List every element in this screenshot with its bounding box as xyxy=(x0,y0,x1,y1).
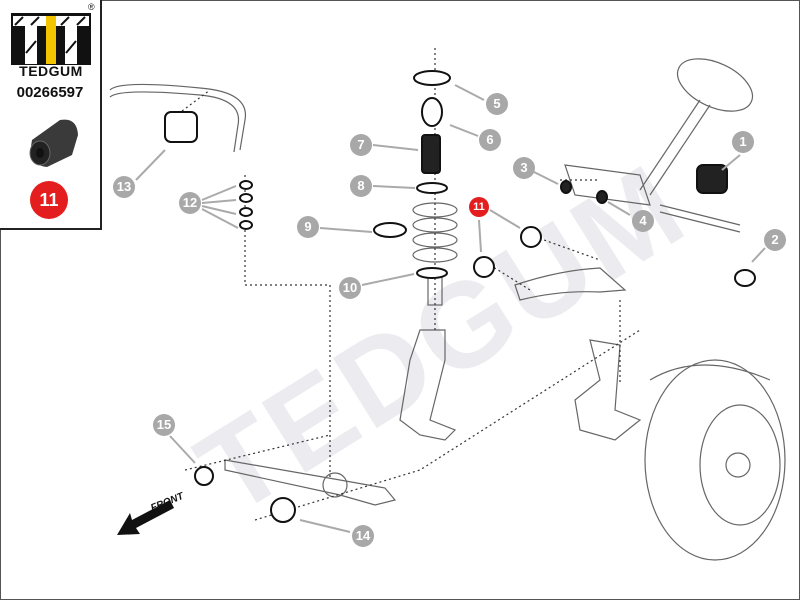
steering-wheel xyxy=(676,58,754,112)
callout-3[interactable]: 3 xyxy=(513,157,535,179)
callout-4[interactable]: 4 xyxy=(632,210,654,232)
callout-8[interactable]: 8 xyxy=(350,175,372,197)
callout-14[interactable]: 14 xyxy=(352,525,374,547)
registered-mark: ® xyxy=(88,2,95,12)
callout-13[interactable]: 13 xyxy=(113,176,135,198)
callout-12[interactable]: 12 xyxy=(179,192,201,214)
tedgum-logo xyxy=(11,13,91,65)
callout-10[interactable]: 10 xyxy=(339,277,361,299)
bushing-product-image xyxy=(29,119,78,167)
callout-2[interactable]: 2 xyxy=(764,229,786,251)
lower-control-arm xyxy=(224,459,397,506)
upper-control-arm xyxy=(514,267,627,301)
tie-rod xyxy=(659,204,741,233)
wheel xyxy=(644,359,786,561)
callout-11-selected[interactable]: 11 xyxy=(469,197,489,217)
stabilizer-bar xyxy=(109,83,247,151)
front-arrow-icon xyxy=(117,500,174,535)
callout-6[interactable]: 6 xyxy=(479,129,501,151)
part-number: 00266597 xyxy=(16,84,84,101)
callout-15[interactable]: 15 xyxy=(153,414,175,436)
callout-5[interactable]: 5 xyxy=(486,93,508,115)
brand-name: TEDGUM xyxy=(19,63,83,79)
steering-knuckle xyxy=(399,329,457,441)
callout-1[interactable]: 1 xyxy=(732,131,754,153)
callout-9[interactable]: 9 xyxy=(297,216,319,238)
selected-position-badge: 11 xyxy=(30,181,68,219)
steering-column xyxy=(639,99,711,196)
product-panel: ® TEDGUM 00266597 11 xyxy=(0,0,102,230)
bushings xyxy=(164,70,756,523)
callout-7[interactable]: 7 xyxy=(350,134,372,156)
